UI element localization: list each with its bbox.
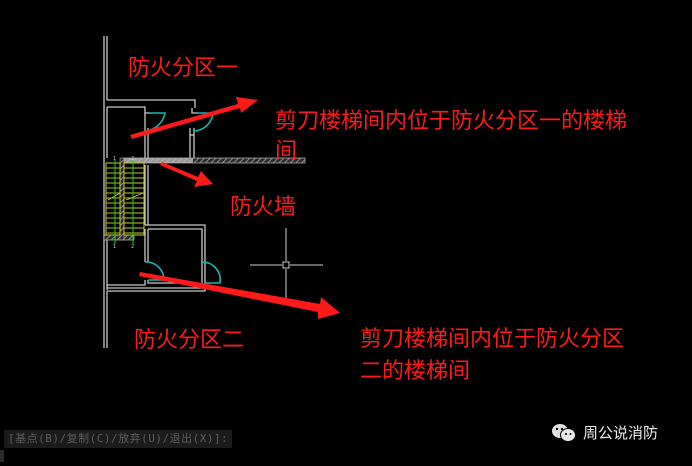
fire-wall-label: 防火墙 [230, 195, 297, 220]
svg-text:2: 2 [131, 156, 134, 162]
svg-text:1: 1 [113, 244, 116, 250]
scissor-stair: 1 2 1 2 [105, 156, 145, 250]
annotation-zone-one-line1: 剪刀楼梯间内位于防火分区一的楼梯 [275, 109, 628, 134]
annotation-zone-two-line2: 二的楼梯间 [360, 359, 471, 384]
annotation-arrows [130, 97, 340, 319]
watermark: 周公说消防 [551, 422, 658, 443]
annotation-zone-two-line1: 剪刀楼梯间内位于防火分区 [360, 327, 625, 352]
zone-two-label: 防火分区二 [134, 328, 245, 353]
svg-text:1: 1 [113, 156, 116, 162]
command-line-prompt[interactable]: [基点(B)/复制(C)/放弃(U)/退出(X)]: [4, 430, 233, 448]
svg-text:2: 2 [131, 244, 134, 250]
doors [144, 112, 222, 284]
wechat-icon [551, 423, 577, 443]
crosshair-cursor [250, 228, 323, 298]
zone-one-label: 防火分区一 [128, 56, 239, 81]
annotation-zone-one-line2: 间 [275, 139, 298, 164]
watermark-text: 周公说消防 [583, 424, 659, 442]
command-input-cursor[interactable] [0, 450, 4, 462]
